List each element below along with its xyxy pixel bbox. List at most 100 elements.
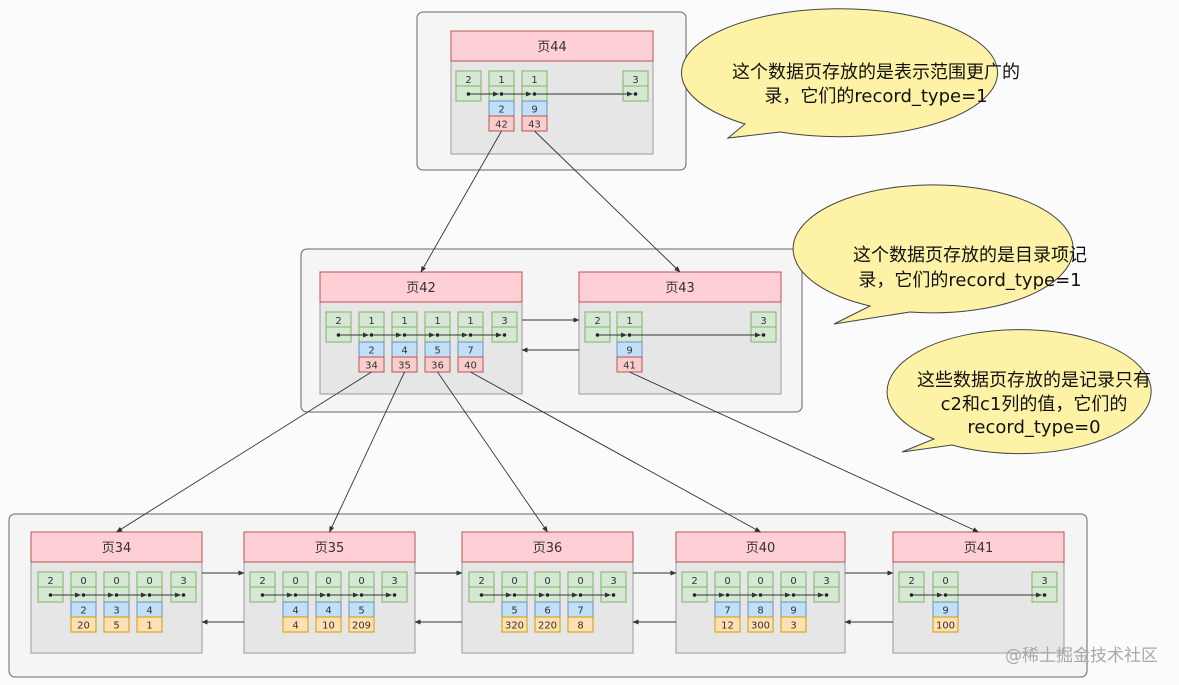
page-title: 页36 [533,541,563,556]
key-value: 9 [531,105,537,116]
key-value: 8 [757,606,763,617]
c1-value: 4 [292,621,298,632]
record-type: 1 [467,316,473,327]
record-p43-2: 3 [750,311,777,343]
record-p42-0: 2 [325,311,352,343]
record-type: 2 [478,576,484,587]
record-p36-4: 3 [600,571,627,603]
record-type: 0 [358,576,364,587]
page-title: 页40 [746,541,776,556]
page-title: 页42 [406,281,436,296]
record-type: 2 [594,316,600,327]
record-p44-3: 3 [622,70,649,102]
c1-cell [534,616,561,633]
key-value: 7 [577,606,583,617]
key-value: 4 [146,606,152,617]
next-pointer-dot [468,333,473,337]
page-title: 页43 [665,281,695,296]
c1-cell [348,616,375,633]
next-pointer-dot [260,593,265,597]
record-p40-3: 093 [780,571,807,633]
key-value: 9 [942,606,948,617]
record-type: 0 [790,576,796,587]
record-p34-4: 3 [170,571,197,603]
callout-root-bubble [681,8,998,139]
c1-value: 300 [751,621,770,632]
c1-value: 3 [790,621,796,632]
record-type: 0 [292,576,298,587]
callout-leaf-line-1: 这些数据页存放的是记录只有 [917,370,1151,391]
watermark: @稀土掘金技术社区 [1005,646,1158,666]
record-type: 0 [80,576,86,587]
page-header [319,271,523,303]
next-pointer-dot [595,333,600,337]
page-pointer-value: 35 [398,361,411,372]
record-p36-3: 078 [567,571,594,633]
record-type: 0 [577,576,583,587]
next-pointer-dot [532,92,537,96]
key-value: 9 [626,346,632,357]
next-pointer-dot [181,593,186,597]
record-p40-4: 3 [813,571,840,603]
c1-cell [747,616,774,633]
next-pointer-dot [725,593,730,597]
record-type: 3 [501,316,507,327]
arrows-layer [115,130,980,625]
callout-root-line-1: 这个数据页存放的是表示范围更广的 [732,62,1020,83]
key-value: 4 [292,606,298,617]
next-pointer-dot [824,593,829,597]
record-type: 1 [434,316,440,327]
next-pointer-dot [627,333,632,337]
record-p40-0: 2 [681,571,708,603]
record-type: 2 [465,75,471,86]
record-type: 0 [325,576,331,587]
page-pointer-value: 41 [623,361,636,372]
next-pointer-dot [369,333,374,337]
c1-value: 5 [113,621,119,632]
record-type: 3 [610,576,616,587]
page-pointer-value: 34 [365,361,378,372]
next-pointer-dot [758,593,763,597]
c1-value: 220 [538,621,557,632]
record-p35-0: 2 [249,571,276,603]
record-p35-4: 3 [381,571,408,603]
callout-mid-line-1: 这个数据页存放的是目录项记 [853,245,1087,266]
next-pointer-dot [633,92,638,96]
child-pointer-arrow [115,371,372,533]
c1-cell [282,616,309,633]
next-pointer-dot [435,333,440,337]
record-type: 0 [544,576,550,587]
next-pointer-dot [512,593,517,597]
key-value: 2 [368,346,374,357]
callout-root-line-2: 录，它们的record_type=1 [764,86,987,107]
key-value: 3 [113,606,119,617]
next-pointer-dot [479,593,484,597]
c1-cell [714,616,741,633]
record-p42-5: 3 [491,311,518,343]
record-type: 2 [335,316,341,327]
record-p36-0: 2 [468,571,495,603]
page-header [892,531,1065,563]
c1-cell [932,616,959,633]
record-type: 3 [180,576,186,587]
child-pointer-arrow [470,371,762,533]
callout-root: 这个数据页存放的是表示范围更广的 录，它们的record_type=1 [681,8,1020,139]
page-pointer-value: 36 [431,361,444,372]
next-pointer-dot [909,593,914,597]
c1-value: 320 [505,621,524,632]
